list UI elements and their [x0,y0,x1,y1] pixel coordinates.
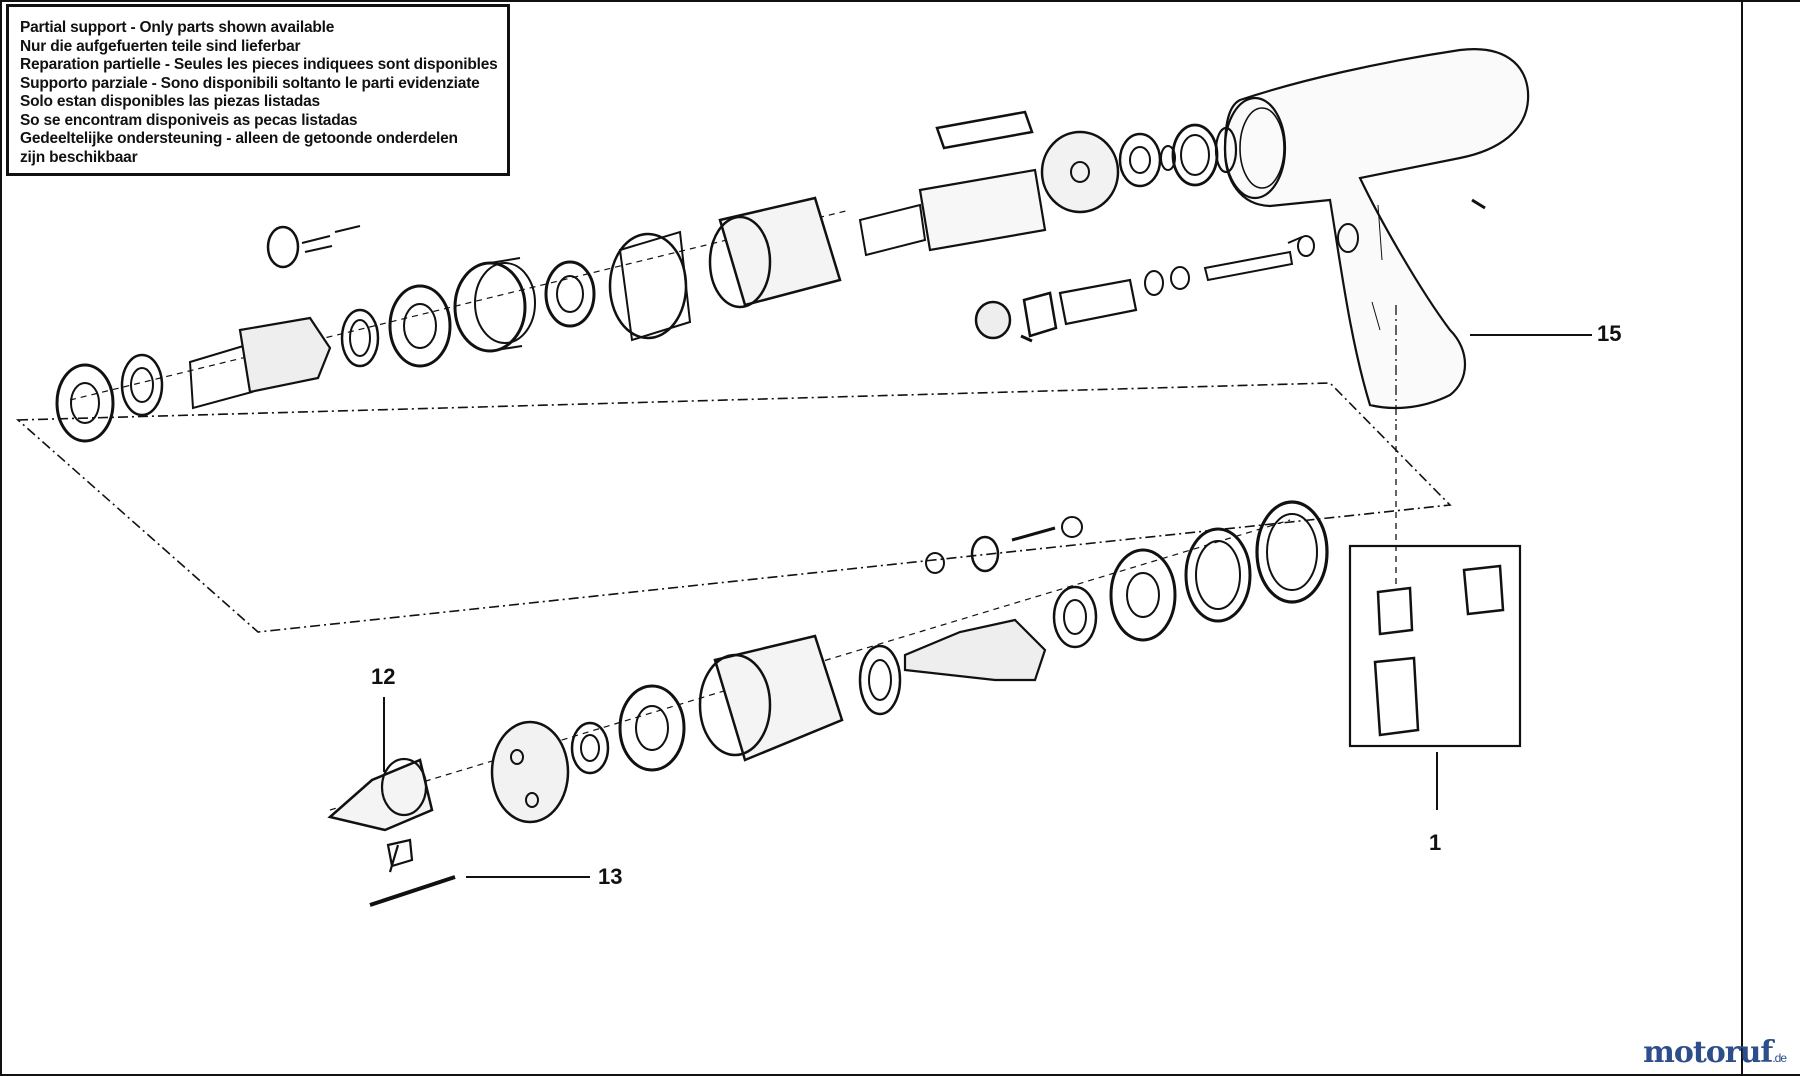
upper-components [55,110,1486,443]
notice-line-nl: Gedeeltelijke ondersteuning - alleen de … [20,130,458,147]
notice-line-es: Solo estan disponibles las piezas listad… [20,93,320,110]
watermark-text: motoruf [1643,1035,1773,1070]
notice-line-de: Nur die aufgefuerten teile sind lieferba… [20,37,301,55]
assembly-plane-dashed [15,382,1452,633]
upper-axis-line [69,209,851,401]
notice-line-pt: So se encontram disponiveis as pecas lis… [20,111,358,129]
part-1-box [1348,544,1522,748]
notice-line-it: Supporto parziale - Sono disponibili sol… [20,74,480,92]
callout-12[interactable]: 12 [371,664,396,689]
lower-components [327,500,1329,907]
notice-line-fr: Reparation partielle - Seules les pieces… [20,56,498,73]
notice-line-en: Partial support - Only parts shown avail… [20,19,335,36]
watermark-suffix: .de [1772,1051,1787,1065]
notice-line-nl-cont: zijn beschikbaar [20,148,138,166]
watermark-logo: motoruf.de [1643,1035,1787,1070]
housing-part-15 [1223,48,1530,410]
callout-13[interactable]: 13 [598,864,623,889]
callout-1[interactable]: 1 [1429,830,1442,855]
callout-15[interactable]: 15 [1597,321,1622,346]
partial-support-notice: Partial support - Only parts shown avail… [6,4,510,176]
lower-axis-line [329,519,1291,811]
